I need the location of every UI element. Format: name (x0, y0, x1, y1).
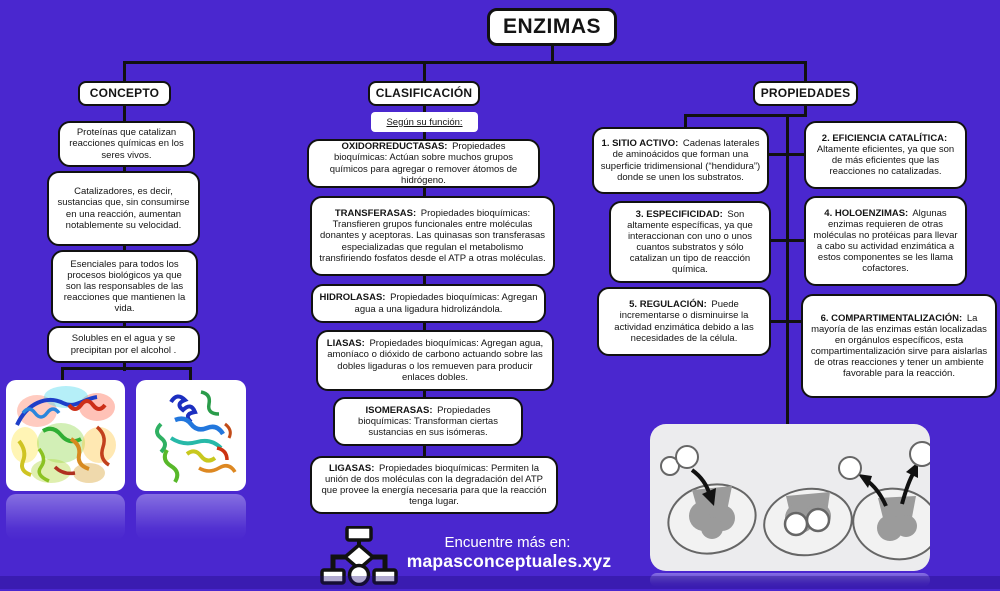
flowchart-logo-icon (320, 525, 398, 587)
clasificacion-oxidorreductasas: OXIDORREDUCTASAS: Propiedades bioquímica… (307, 139, 540, 188)
connector-row2 (768, 239, 808, 242)
clasificacion-item-text: TRANSFERASAS: Propiedades bioquímicas: T… (319, 208, 546, 264)
header-concepto: CONCEPTO (78, 81, 171, 106)
propiedades-regulacion: 5. REGULACIÓN: Puede incrementarse o dis… (597, 287, 771, 356)
enzyme-image-reflection (650, 573, 930, 587)
propiedades-compartimentalizacion: 6. COMPARTIMENTALIZACIÓN: La mayoría de … (801, 294, 997, 398)
concepto-item-1: Proteínas que catalizan reacciones quími… (58, 121, 195, 167)
clasificacion-item-text: LIGASAS: Propiedades bioquímicas: Permit… (321, 462, 547, 508)
propiedades-item-text: 5. REGULACIÓN: Puede incrementarse o dis… (614, 299, 754, 344)
propiedades-item-text: 4. HOLOENZIMAS: Algunas enzimas requiere… (813, 207, 958, 275)
protein-ribbon-icon (155, 390, 237, 484)
protein-structure-image-1 (6, 380, 125, 491)
clasificacion-item-text: OXIDORREDUCTASAS: Propiedades bioquímica… (329, 141, 518, 186)
clasificacion-liasas: LIASAS: Propiedades bioquímicas: Agregan… (316, 330, 554, 391)
connector-propiedades-trunk (786, 116, 789, 425)
clasificacion-isomerasas: ISOMERASAS: Propiedades bioquímicas: Tra… (333, 397, 523, 446)
connector-to-clasificacion (423, 63, 426, 82)
bottom-shadow-strip (0, 576, 1000, 589)
connector-clasificacion-spine (423, 105, 426, 461)
connector-img2-drop (189, 369, 192, 382)
header-propiedades: PROPIEDADES (753, 81, 858, 106)
protein-image-2-reflection (136, 494, 246, 540)
propiedades-item-text: 3. ESPECIFICIDAD: Son altamente específi… (627, 208, 753, 276)
clasificacion-item-text: HIDROLASAS: Propiedades bioquímicas: Agr… (319, 292, 538, 315)
propiedades-eficiencia-catalitica: 2. EFICIENCIA CATALÍTICA: Altamente efic… (804, 121, 967, 189)
connector-title-down (551, 45, 554, 62)
connector-row1 (766, 153, 808, 156)
connector-to-concepto (123, 63, 126, 82)
footer-tagline: Encuentre más en: (444, 534, 571, 551)
clasificacion-ligasas: LIGASAS: Propiedades bioquímicas: Permit… (310, 456, 558, 514)
enzyme-mechanism-image (650, 424, 930, 571)
connector-row3 (768, 320, 806, 323)
concepto-item-3: Esenciales para todos los procesos bioló… (51, 250, 198, 323)
clasificacion-item-text: ISOMERASAS: Propiedades bioquímicas: Tra… (358, 404, 498, 438)
header-clasificacion: CLASIFICACIÓN (368, 81, 480, 106)
connector-sitio-activo-drop (684, 116, 687, 129)
concepto-item-2: Catalizadores, es decir, sustancias que,… (47, 171, 200, 246)
propiedades-item-text: 6. COMPARTIMENTALIZACIÓN: La mayoría de … (810, 312, 988, 380)
connector-to-propiedades (804, 63, 807, 82)
connector-concepto-split (61, 367, 192, 370)
clasificacion-item-text: LIASAS: Propiedades bioquímicas: Agregan… (326, 338, 544, 383)
propiedades-sitio-activo: 1. SITIO ACTIVO: Cadenas laterales de am… (592, 127, 769, 194)
protein-structure-image-2 (136, 380, 246, 491)
protein-image-1-reflection (6, 494, 125, 540)
propiedades-item-text: 2. EFICIENCIA CATALÍTICA: Altamente efic… (816, 132, 955, 178)
clasificacion-subheader: Según su función: (371, 112, 478, 132)
connector-propiedades-horizontal (684, 114, 807, 117)
clasificacion-transferasas: TRANSFERASAS: Propiedades bioquímicas: T… (310, 196, 555, 276)
connector-propiedades-down (804, 105, 807, 116)
connector-top-horizontal (123, 61, 807, 64)
footer-website: mapasconceptuales.xyz (406, 551, 612, 571)
map-title: ENZIMAS (487, 8, 617, 46)
propiedades-item-text: 1. SITIO ACTIVO: Cadenas laterales de am… (600, 138, 761, 183)
connector-img1-drop (61, 369, 64, 382)
propiedades-holoenzimas: 4. HOLOENZIMAS: Algunas enzimas requiere… (804, 196, 967, 286)
enzyme-mechanism-icon (660, 441, 930, 561)
propiedades-especificidad: 3. ESPECIFICIDAD: Son altamente específi… (609, 201, 771, 283)
concepto-item-4: Solubles en el agua y se precipitan por … (47, 326, 200, 363)
protein-ribbon-icon (11, 386, 116, 483)
clasificacion-hidrolasas: HIDROLASAS: Propiedades bioquímicas: Agr… (311, 284, 546, 323)
